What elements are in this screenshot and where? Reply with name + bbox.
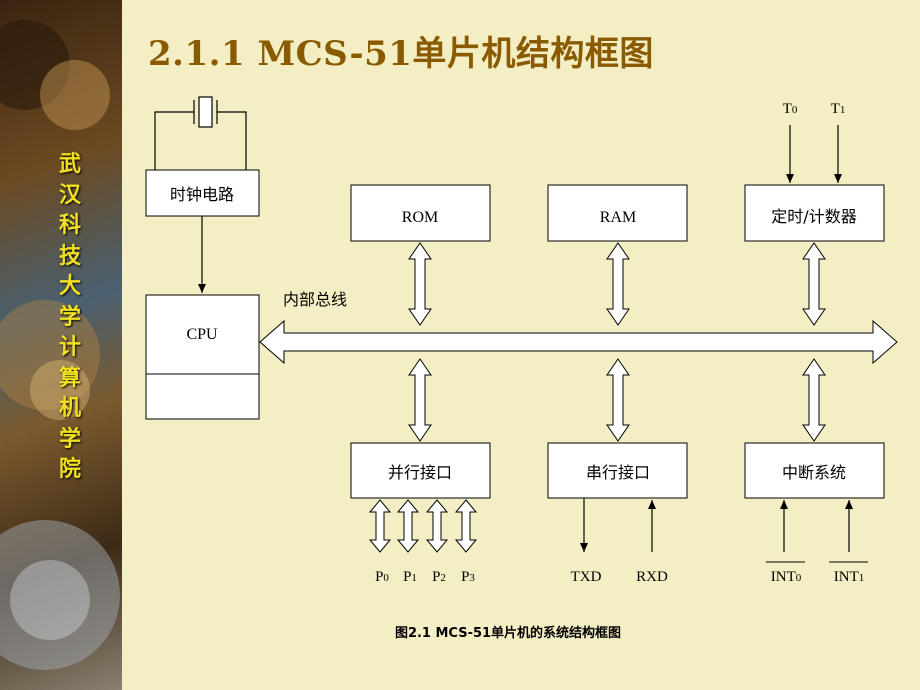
rom-bus-connector xyxy=(408,242,432,326)
t0-label: T0 xyxy=(783,101,798,117)
sidebar-char: 学 xyxy=(58,426,81,452)
rom-label: ROM xyxy=(402,209,438,226)
parallel-interface-label: 并行接口 xyxy=(388,463,452,482)
crystal-oscillator xyxy=(154,96,247,170)
port-p3-label: P3 xyxy=(461,569,475,585)
rxd-label: RXD xyxy=(636,569,668,585)
parallel-interface-box: 并行接口 xyxy=(350,442,491,499)
int1-input: INT1 xyxy=(829,500,868,585)
port-p1-arrow xyxy=(396,499,420,553)
timer-bus-connector xyxy=(802,242,826,326)
sidebar-char: 汉 xyxy=(58,182,81,208)
sidebar-char: 计 xyxy=(58,335,81,360)
serial-interface-box: 串行接口 xyxy=(547,442,688,499)
interrupt-system-box: 中断系统 xyxy=(744,442,885,499)
sidebar-char: 学 xyxy=(58,304,81,330)
port-p0-label: P0 xyxy=(375,569,389,585)
ram-box: RAM xyxy=(547,184,688,242)
timer-counter-box: 定时/计数器 xyxy=(744,184,885,242)
txd-label: TXD xyxy=(571,569,602,585)
port-p2-arrow xyxy=(425,499,449,553)
internal-bus-label: 内部总线 xyxy=(283,290,347,309)
cpu-label: CPU xyxy=(186,326,218,343)
interrupt-system-label: 中断系统 xyxy=(782,463,846,482)
ram-bus-connector xyxy=(606,242,630,326)
port-p1-label: P1 xyxy=(403,569,417,585)
serial-bus-connector xyxy=(606,358,630,442)
sidebar-char: 机 xyxy=(58,396,81,421)
parallel-bus-connector xyxy=(408,358,432,442)
t1-label: T1 xyxy=(831,101,846,117)
institution-vertical-text: 武汉科技大学计算机学院 xyxy=(50,150,90,486)
slide-title: 2.1.1 MCS-51单片机结构框图 xyxy=(148,34,654,74)
sidebar-char: 武 xyxy=(58,152,81,177)
sidebar-char: 技 xyxy=(58,243,81,269)
interrupt-bus-connector xyxy=(802,358,826,442)
rxd-input: RXD xyxy=(636,500,668,585)
int0-label: INT0 xyxy=(771,569,802,585)
figure-caption: 图2.1 MCS-51单片机的系统结构框图 xyxy=(395,625,621,641)
port-p2-label: P2 xyxy=(432,569,446,585)
decorative-sidebar: 武汉科技大学计算机学院 xyxy=(0,0,122,690)
internal-bus: 内部总线 xyxy=(259,290,898,365)
txd-output: TXD xyxy=(571,498,602,585)
sidebar-char: 院 xyxy=(58,457,81,482)
rom-box: ROM xyxy=(350,184,491,242)
sidebar-char: 算 xyxy=(58,365,81,391)
port-labels: P0 P1 P2 P3 xyxy=(375,569,475,585)
int0-input: INT0 xyxy=(766,500,805,585)
sidebar-char: 大 xyxy=(58,274,81,299)
timer-input-t1: T1 xyxy=(831,101,846,183)
sidebar-char: 科 xyxy=(58,213,81,238)
cpu-box: CPU xyxy=(145,294,260,420)
ram-label: RAM xyxy=(600,209,636,226)
port-p0-arrow xyxy=(368,499,392,553)
clock-circuit-box: 时钟电路 xyxy=(145,169,260,217)
port-p3-arrow xyxy=(454,499,478,553)
serial-interface-label: 串行接口 xyxy=(586,463,650,482)
clock-circuit-label: 时钟电路 xyxy=(170,185,234,204)
int1-label: INT1 xyxy=(834,569,865,585)
timer-input-t0: T0 xyxy=(783,101,798,183)
timer-counter-label: 定时/计数器 xyxy=(771,207,856,226)
